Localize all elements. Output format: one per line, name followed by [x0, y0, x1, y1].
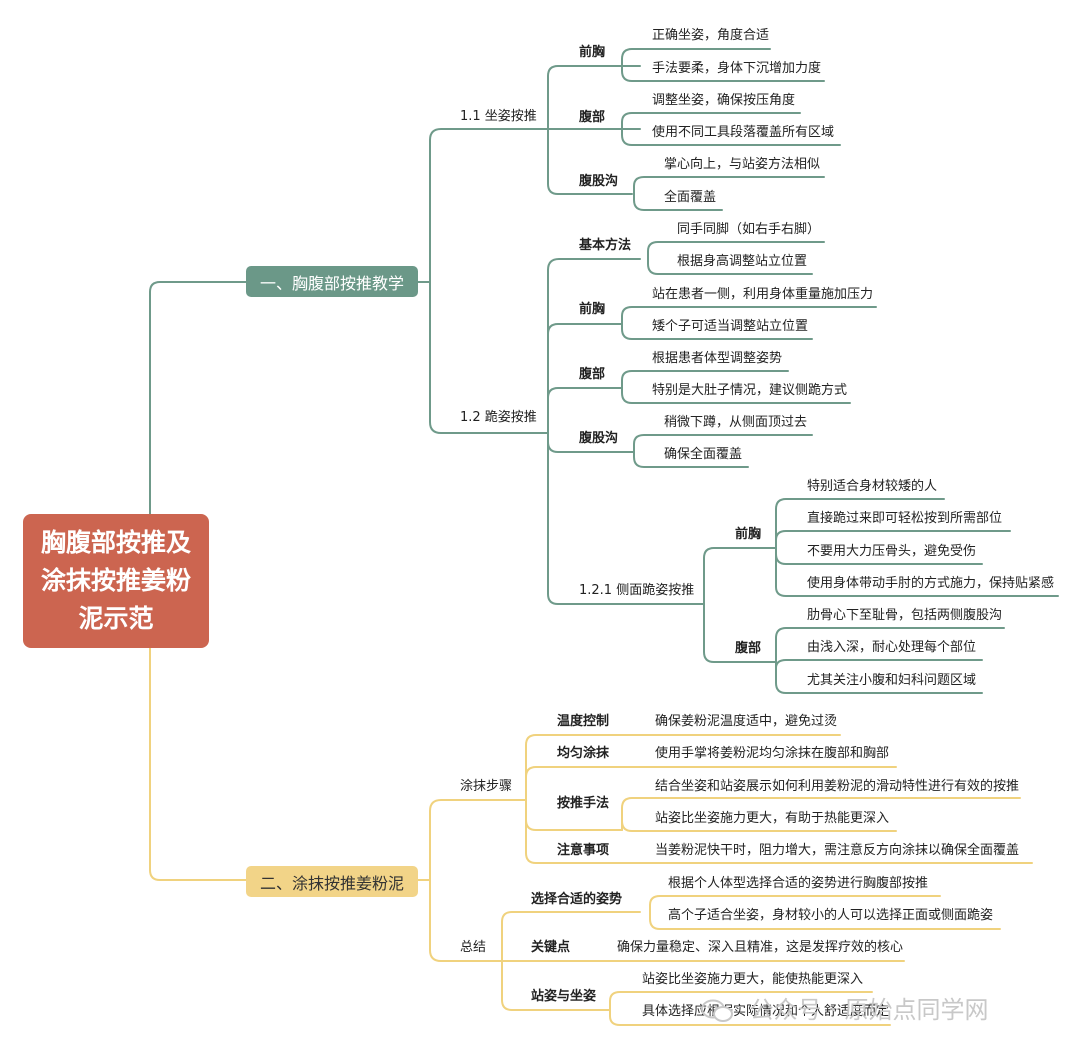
leaf: 结合坐姿和站姿展示如何利用姜粉泥的滑动特性进行有效的按推	[655, 779, 1020, 794]
link-b1-sit	[417, 128, 549, 283]
leaf: 根据身高调整站立位置	[677, 254, 808, 269]
link-kneel-side	[547, 432, 705, 605]
leaf: 同手同脚（如右手右脚）	[677, 222, 821, 237]
link-sit-groin	[547, 128, 633, 195]
leaf: 特别适合身材较矮的人	[807, 479, 938, 494]
link-kneel-basic	[547, 258, 641, 434]
side-kneel-topic: 1.2.1 侧面跪姿按推	[579, 583, 695, 598]
sit-chest-topic: 前胸	[579, 45, 606, 60]
leaf: 站在患者一侧，利用身体重量施加压力	[652, 287, 874, 302]
key-topic: 关键点	[531, 940, 571, 955]
link-kneel-abdomen	[547, 387, 623, 434]
link-b2-summary	[417, 879, 503, 962]
leaf: 肋骨心下至耻骨，包括两侧腹股沟	[807, 608, 1003, 623]
leaf: 不要用大力压骨头，避免受伤	[807, 544, 977, 559]
leaf: 特别是大肚子情况，建议侧跪方式	[652, 383, 848, 398]
temp-topic: 温度控制	[557, 714, 610, 729]
leaf: 高个子适合坐姿，身材较小的人可以选择正面或侧面跪姿	[668, 908, 994, 923]
branch1-node: 一、胸腹部按推教学	[246, 266, 418, 297]
leaf: 确保姜粉泥温度适中，避免过烫	[655, 714, 838, 729]
leaf: 确保全面覆盖	[664, 447, 743, 462]
leaf: 站姿比坐姿施力更大，有助于热能更深入	[655, 811, 890, 826]
leaf: 根据个人体型选择合适的姿势进行胸腹部按推	[668, 876, 929, 891]
link-root-branch1	[149, 281, 247, 515]
kneel-topic: 1.2 跪姿按推	[460, 410, 537, 425]
kneel-abdomen-topic: 腹部	[579, 367, 606, 382]
leaf: 具体选择应根据实际情况和个人舒适度而定	[642, 1004, 890, 1019]
link-sit-chest	[547, 65, 641, 130]
sit-groin-topic: 腹股沟	[579, 174, 619, 189]
leaf: 直接跪过来即可轻松按到所需部位	[807, 511, 1003, 526]
link-kneel-chest	[547, 323, 623, 434]
watermark: 公众号 · 原始点同学网	[700, 990, 989, 1025]
kneel-groin-topic: 腹股沟	[579, 431, 619, 446]
leaf: 使用不同工具段落覆盖所有区域	[652, 125, 835, 140]
link-root-branch2	[149, 647, 247, 881]
leaf: 站姿比坐姿施力更大，能使热能更深入	[642, 972, 864, 987]
sit-topic: 1.1 坐姿按推	[460, 109, 537, 124]
leaf: 矮个子可适当调整站立位置	[652, 319, 809, 334]
leaf: 确保力量稳定、深入且精准，这是发挥疗效的核心	[617, 940, 904, 955]
leaf: 掌心向上，与站姿方法相似	[664, 157, 821, 172]
link-b2-steps	[417, 799, 527, 881]
leaf: 使用手掌将姜粉泥均匀涂抹在腹部和胸部	[655, 746, 890, 761]
leaf: 尤其关注小腹和妇科问题区域	[807, 673, 977, 688]
leaf: 由浅入深，耐心处理每个部位	[807, 640, 977, 655]
posture-topic: 选择合适的姿势	[531, 892, 623, 907]
stand-topic: 站姿与坐姿	[531, 989, 597, 1004]
leaf: 正确坐姿，角度合适	[652, 28, 770, 43]
leaf: 手法要柔，身体下沉增加力度	[652, 61, 822, 76]
leaf: 根据患者体型调整姿势	[652, 351, 783, 366]
notes-topic: 注意事项	[557, 843, 610, 858]
link-b1-kneel	[417, 281, 549, 434]
kneel-chest-topic: 前胸	[579, 302, 606, 317]
side-abdomen-topic: 腹部	[735, 641, 762, 656]
technique-topic: 按推手法	[557, 796, 610, 811]
even-topic: 均匀涂抹	[557, 746, 610, 761]
root-title: 胸腹部按推及涂抹按推姜粉泥示范	[41, 528, 192, 633]
side-chest-topic: 前胸	[735, 527, 762, 542]
summary-topic: 总结	[460, 940, 487, 955]
wechat-icon	[701, 999, 733, 1022]
sit-abdomen-topic: 腹部	[579, 110, 606, 125]
leaf: 调整坐姿，确保按压角度	[652, 93, 796, 108]
root-node: 胸腹部按推及涂抹按推姜粉泥示范	[23, 514, 209, 648]
link-side-chest	[703, 547, 777, 605]
leaf: 全面覆盖	[664, 190, 717, 205]
kneel-basic-topic: 基本方法	[579, 238, 632, 253]
steps-topic: 涂抹步骤	[460, 779, 513, 794]
leaf: 当姜粉泥快干时，阻力增大，需注意反方向涂抹以确保全面覆盖	[655, 843, 1020, 858]
watermark-text: 公众号 · 原始点同学网	[749, 996, 989, 1024]
branch2-node: 二、涂抹按推姜粉泥	[246, 866, 418, 897]
leaf: 稍微下蹲，从侧面顶过去	[664, 415, 808, 430]
link-side-abdomen	[703, 603, 777, 663]
leaf: 使用身体带动手肘的方式施力，保持贴紧感	[807, 576, 1055, 591]
